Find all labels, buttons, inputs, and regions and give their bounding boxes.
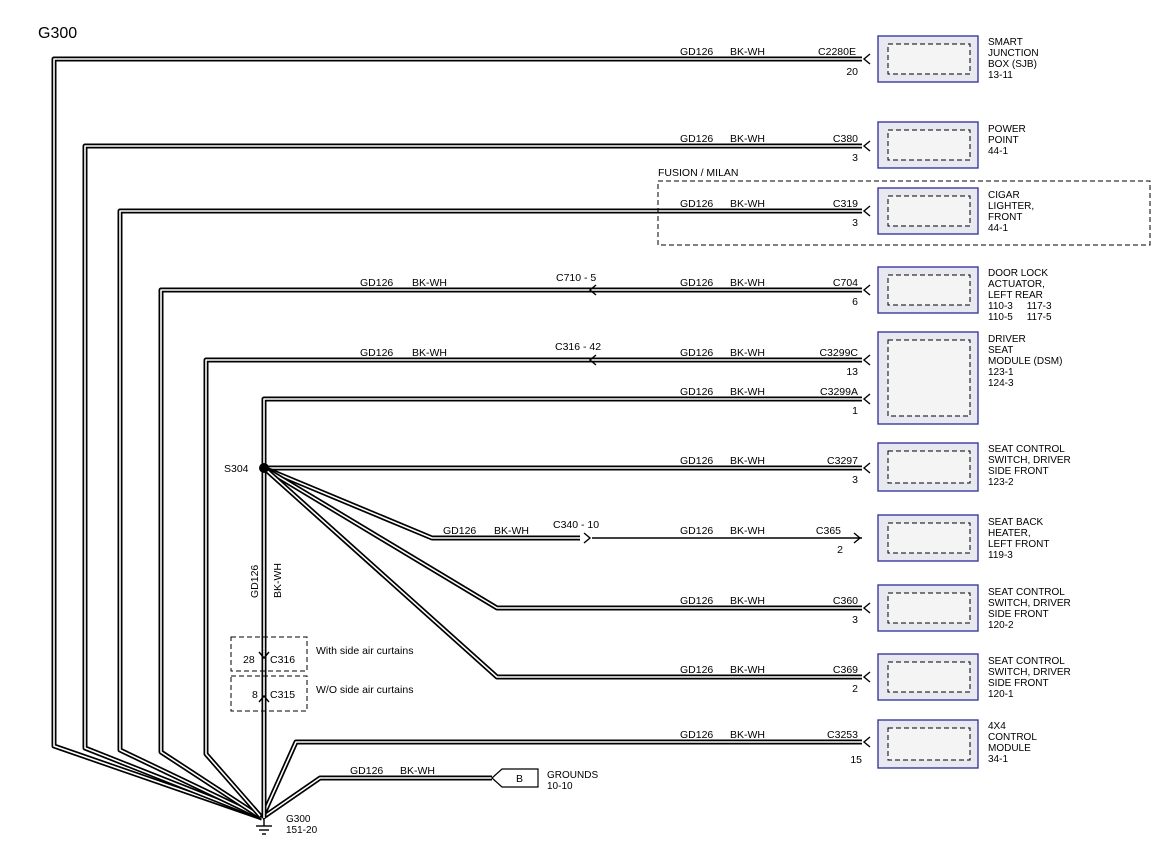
label-color: BK-WH bbox=[730, 277, 765, 289]
label-circuit: GD126 bbox=[680, 595, 713, 607]
label-circuit: GD126 bbox=[680, 277, 713, 289]
label-circuit: GD126 bbox=[680, 729, 713, 741]
label-circuit: GD126 bbox=[680, 347, 713, 359]
wire-dsm-a bbox=[261, 396, 862, 468]
label-circuit: GD126 bbox=[443, 525, 476, 537]
component-label-door-lock: DOOR LOCK ACTUATOR, LEFT REAR 110-3 117-… bbox=[988, 268, 1054, 323]
wire-grounds bbox=[260, 775, 492, 821]
label-color: BK-WH bbox=[730, 46, 765, 58]
component-label-seat-back-heater: SEAT BACK HEATER, LEFT FRONT 119-3 bbox=[988, 517, 1052, 561]
label-circuit: GD126 bbox=[680, 455, 713, 467]
c316-box bbox=[230, 636, 308, 672]
connector-labels: C2280E 20 C380 3 C319 3 C704 6 C710 - 5 … bbox=[553, 46, 862, 766]
pin-number: 1 bbox=[852, 405, 858, 417]
label-circuit: GD126 bbox=[680, 133, 713, 145]
wire-sjb bbox=[51, 56, 862, 821]
vertical-color-label: BK-WH bbox=[272, 563, 284, 598]
fusion-milan-label: FUSION / MILAN bbox=[658, 167, 739, 179]
label-color: BK-WH bbox=[730, 664, 765, 676]
c316-pin: 28 bbox=[243, 654, 255, 666]
label-circuit: GD126 bbox=[680, 46, 713, 58]
connector-id: C365 bbox=[816, 525, 841, 537]
label-circuit: GD126 bbox=[680, 386, 713, 398]
connector-id: C360 bbox=[833, 595, 858, 607]
component-label-seat-ctrl-2: SEAT CONTROL SWITCH, DRIVER SIDE FRONT 1… bbox=[988, 587, 1074, 631]
vertical-circuit-label: GD126 bbox=[249, 565, 261, 598]
fusion-milan-box bbox=[657, 180, 1151, 246]
label-circuit: GD126 bbox=[680, 664, 713, 676]
label-circuit: GD126 bbox=[680, 198, 713, 210]
grounds-ref-label: GROUNDS 10-10 bbox=[547, 770, 601, 792]
label-color: BK-WH bbox=[400, 765, 435, 777]
splice-label: S304 bbox=[224, 463, 249, 475]
label-circuit: GD126 bbox=[360, 347, 393, 359]
c315-box bbox=[230, 675, 308, 712]
inline-connector: C316 - 42 bbox=[555, 341, 601, 353]
c315-name: C315 bbox=[270, 689, 295, 701]
component-label-sjb: SMART JUNCTION BOX (SJB) 13-11 bbox=[988, 37, 1041, 81]
label-color: BK-WH bbox=[494, 525, 529, 537]
connector-id: C2280E bbox=[818, 46, 856, 58]
component-label-4x4: 4X4 CONTROL MODULE 34-1 bbox=[988, 721, 1039, 765]
component-label-seat-ctrl-3: SEAT CONTROL SWITCH, DRIVER SIDE FRONT 1… bbox=[988, 656, 1074, 700]
connector-id: C369 bbox=[833, 664, 858, 676]
wire-dsm-c bbox=[203, 357, 862, 820]
label-color: BK-WH bbox=[412, 347, 447, 359]
inline-connector: C710 - 5 bbox=[556, 272, 596, 284]
label-color: BK-WH bbox=[730, 347, 765, 359]
wire-seat-back-heater bbox=[263, 465, 580, 541]
c315-pin: 8 bbox=[252, 689, 258, 701]
wire-labels: GD126 BK-WH GD126 BK-WH GD126 BK-WH GD12… bbox=[350, 46, 765, 777]
label-color: BK-WH bbox=[730, 525, 765, 537]
pin-number: 3 bbox=[852, 474, 858, 486]
label-color: BK-WH bbox=[730, 198, 765, 210]
pin-number: 2 bbox=[837, 544, 843, 556]
component-label-dsm: DRIVER SEAT MODULE (DSM) 123-1 124-3 bbox=[988, 334, 1065, 389]
pin-number: 13 bbox=[846, 366, 858, 378]
splice-s304 bbox=[259, 463, 269, 473]
connector-id: C3299C bbox=[819, 347, 858, 359]
pin-number: 2 bbox=[852, 683, 858, 695]
component-label-seat-ctrl-1: SEAT CONTROL SWITCH, DRIVER SIDE FRONT 1… bbox=[988, 444, 1074, 488]
connector-id: C319 bbox=[833, 198, 858, 210]
ground-label: G300 151-20 bbox=[286, 814, 318, 836]
pin-number: 3 bbox=[852, 217, 858, 229]
ground-symbol-icon bbox=[256, 818, 272, 835]
wires bbox=[51, 56, 862, 821]
connector-id: C3253 bbox=[827, 729, 858, 741]
components bbox=[877, 35, 979, 769]
label-color: BK-WH bbox=[730, 386, 765, 398]
pin-number: 6 bbox=[852, 296, 858, 308]
c316-note: With side air curtains bbox=[316, 645, 413, 657]
label-color: BK-WH bbox=[730, 133, 765, 145]
label-color: BK-WH bbox=[730, 455, 765, 467]
label-circuit: GD126 bbox=[360, 277, 393, 289]
connector-arrows bbox=[258, 53, 871, 748]
diagram-title: G300 bbox=[38, 25, 77, 42]
label-circuit: GD126 bbox=[350, 765, 383, 777]
connector-id: C3297 bbox=[827, 455, 858, 467]
component-label-power-point: POWER POINT 44-1 bbox=[988, 124, 1029, 157]
grounds-ref-flag bbox=[491, 768, 539, 788]
label-circuit: GD126 bbox=[680, 525, 713, 537]
label-color: BK-WH bbox=[730, 729, 765, 741]
component-label-cigar-lighter: CIGAR LIGHTER, FRONT 44-1 bbox=[988, 190, 1037, 234]
c316-name: C316 bbox=[270, 654, 295, 666]
connector-id: C3299A bbox=[820, 386, 858, 398]
pin-number: 3 bbox=[852, 152, 858, 164]
pin-number: 15 bbox=[850, 754, 862, 766]
connector-id: C704 bbox=[833, 277, 858, 289]
wire-cigar-lighter bbox=[117, 208, 862, 821]
inline-connector: C340 - 10 bbox=[553, 519, 599, 531]
wire-power-point bbox=[82, 143, 862, 821]
c315-note: W/O side air curtains bbox=[316, 684, 413, 696]
grounds-ref-letter: B bbox=[516, 773, 523, 785]
label-color: BK-WH bbox=[730, 595, 765, 607]
pin-number: 20 bbox=[846, 66, 858, 78]
component-labels: SMART JUNCTION BOX (SJB) 13-11 POWER POI… bbox=[988, 37, 1074, 765]
connector-id: C380 bbox=[833, 133, 858, 145]
label-color: BK-WH bbox=[412, 277, 447, 289]
pin-number: 3 bbox=[852, 614, 858, 626]
